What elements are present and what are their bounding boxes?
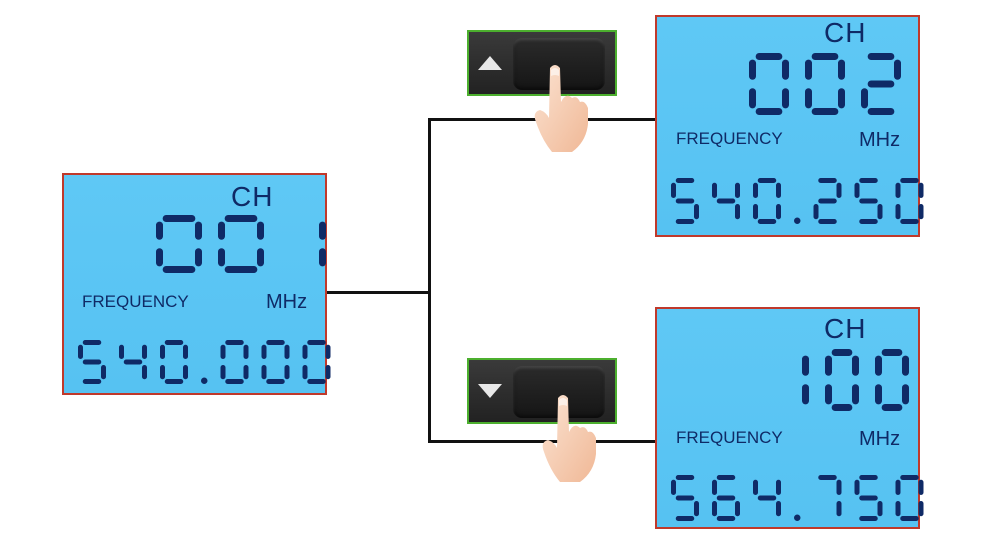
digit: [261, 340, 290, 384]
unit-label: MHz: [859, 129, 901, 151]
digit: [875, 349, 909, 411]
channel-label: CH: [824, 313, 867, 344]
unit-label: MHz: [859, 428, 901, 450]
digit: [712, 182, 740, 220]
lcd-screen-channel-up: CH FREQUENCY MHz: [655, 15, 924, 237]
digit: [753, 178, 781, 224]
connector-vertical: [428, 118, 431, 443]
up-button-panel: [467, 30, 617, 96]
frequency-label: FREQUENCY: [82, 292, 189, 311]
digit: [805, 53, 845, 115]
channel-display: [749, 53, 901, 115]
digit: [854, 178, 883, 224]
digit: [220, 340, 249, 384]
digit: [156, 215, 202, 273]
connector-bottom: [428, 440, 656, 443]
decimal-point: [201, 377, 208, 384]
lcd-screen-channel-down: CH FREQUENCY MHz: [655, 307, 924, 529]
lcd-screen-initial: CH FREQUENCY MHz: [62, 173, 331, 395]
down-button-panel: [467, 358, 617, 424]
down-arrow-icon: [478, 384, 502, 398]
digit: [895, 178, 924, 224]
unit-label: MHz: [266, 291, 308, 313]
frequency-label: FREQUENCY: [676, 129, 783, 148]
up-arrow-icon: [478, 56, 502, 70]
digit: [119, 344, 147, 380]
digit: [802, 355, 809, 405]
channel-display: [802, 349, 909, 411]
digit: [753, 479, 781, 517]
pointing-finger-icon: [534, 65, 588, 152]
channel-label: CH: [231, 181, 274, 212]
decimal-point: [794, 514, 801, 521]
digit: [671, 475, 699, 521]
channel-display: [156, 215, 326, 273]
pointing-finger-icon: [542, 395, 596, 482]
frequency-display: [671, 475, 924, 521]
digit: [712, 475, 740, 521]
digit: [861, 53, 901, 115]
digit: [818, 475, 842, 517]
digit: [160, 340, 188, 384]
digit: [319, 221, 326, 267]
digit: [78, 340, 106, 384]
frequency-display: [671, 178, 924, 224]
channel-label: CH: [824, 17, 867, 48]
digit: [218, 215, 264, 273]
digit: [813, 178, 842, 224]
connector-main: [327, 291, 430, 294]
digit: [854, 475, 883, 521]
digit: [749, 53, 789, 115]
digit: [671, 178, 699, 224]
digit: [302, 340, 331, 384]
digit: [825, 349, 859, 411]
frequency-label: FREQUENCY: [676, 428, 783, 447]
decimal-point: [794, 217, 801, 224]
frequency-display: [78, 340, 331, 384]
digit: [895, 475, 924, 521]
